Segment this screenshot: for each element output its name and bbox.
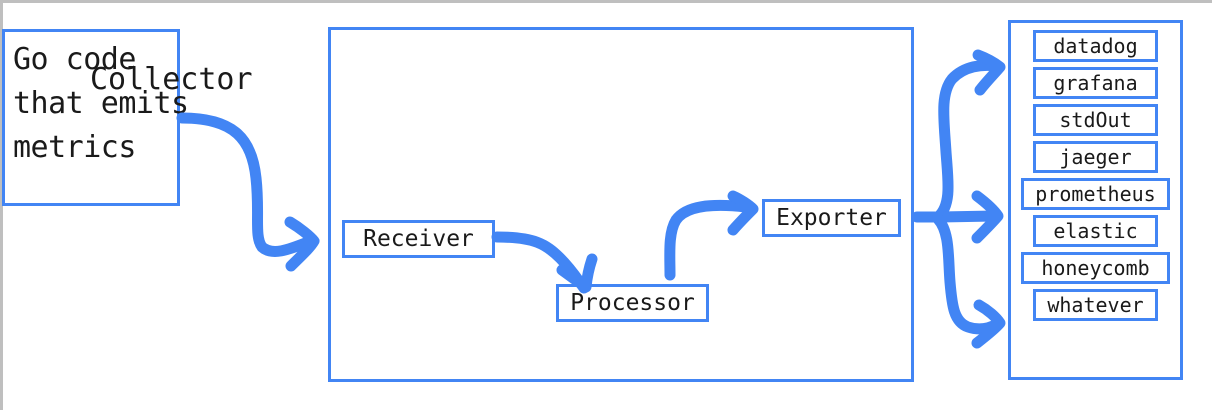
backend-item[interactable]: honeycomb [1021,252,1170,284]
arrow-exporter-fanout-down [932,213,1003,335]
backend-item[interactable]: datadog [1033,30,1158,62]
arrow-exporter-fanout-mid [934,210,1001,223]
arrow-exporter-fanout-down-head [971,299,1006,349]
backend-item[interactable]: prometheus [1021,178,1170,210]
arrow-exporter-fanout-up-head [972,49,1006,96]
arrow-exporter-fanout-up [932,59,1003,223]
arrow-source-to-receiver [176,112,314,257]
arrow-exporter-fanout-mid-head [971,190,1004,244]
backend-item[interactable]: grafana [1033,67,1158,99]
receiver-node: Receiver [342,220,495,258]
arrow-source-to-receiver-head [284,216,320,272]
collector-container [328,27,914,382]
backend-item[interactable]: stdOut [1033,104,1158,136]
canvas-left-border [0,0,3,410]
processor-node: Processor [556,284,709,322]
backend-item[interactable]: whatever [1033,289,1158,321]
backend-item[interactable]: jaeger [1033,141,1158,173]
backend-item[interactable]: elastic [1033,215,1158,247]
backends-list: datadog grafana stdOut jaeger prometheus elas… [1008,20,1183,380]
exporter-node: Exporter [762,199,901,237]
canvas-top-border [0,0,1212,3]
source-code-box: Go code that emits metrics [2,29,189,206]
collector-title: Collector [90,62,253,97]
